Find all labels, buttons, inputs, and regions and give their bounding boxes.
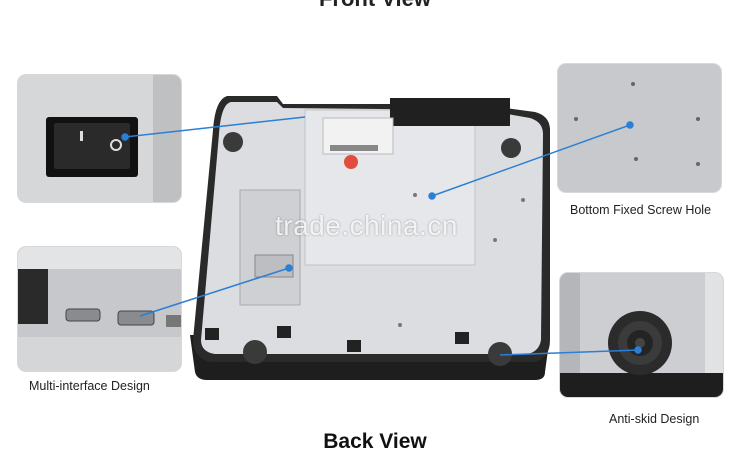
front-view-title: Front View: [0, 0, 750, 12]
interfaces-photo: [18, 247, 181, 371]
power-switch-photo: [18, 75, 181, 202]
interfaces-caption: Multi-interface Design: [29, 379, 150, 393]
screw-hole-photo: [558, 64, 721, 192]
anti-skid-caption: Anti-skid Design: [609, 412, 700, 426]
anti-skid-photo: [560, 273, 723, 397]
watermark-text: trade.china.cn: [275, 210, 458, 241]
screw-hole-caption: Bottom Fixed Screw Hole: [570, 203, 712, 217]
back-view-title: Back View: [323, 430, 427, 453]
